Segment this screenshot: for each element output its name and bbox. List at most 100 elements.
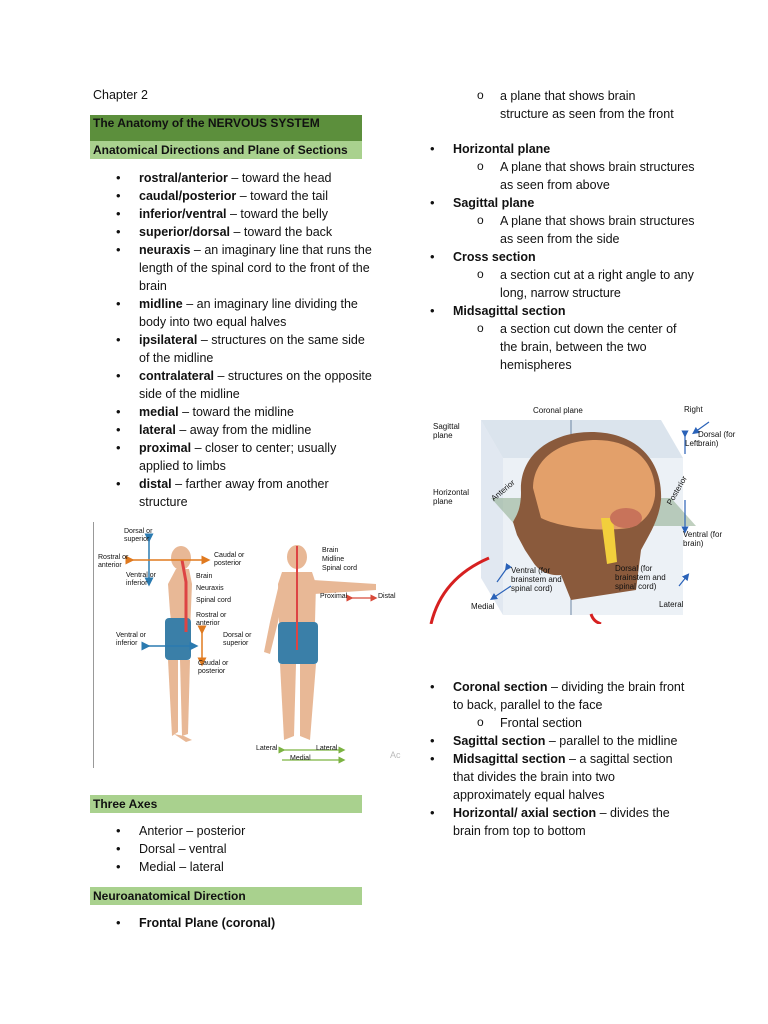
term-desc: – parallel to the midline — [545, 734, 678, 748]
label-caudal-posterior-2: Caudal or posterior — [198, 660, 229, 675]
label-rostral-anterior-2: Rostral or anterior — [196, 612, 227, 627]
list-item: rostral/anterior – toward the head — [92, 169, 372, 187]
term: rostral/anterior — [139, 171, 228, 185]
list-item: a plane that shows brain structure as se… — [453, 86, 683, 123]
sections-list: Coronal section – dividing the brain fro… — [406, 678, 696, 840]
plane-desc: a section cut down the center of the bra… — [453, 319, 696, 374]
list-item: Dorsal – ventral — [92, 840, 372, 858]
front-view-figure — [264, 545, 376, 740]
term: Horizontal/ axial section — [453, 806, 597, 820]
section-item: Horizontal/ axial section – divides the … — [406, 804, 696, 840]
label-medial: Medial — [471, 602, 495, 611]
term-desc: – farther away from another structure — [139, 477, 329, 509]
plane-desc: A plane that shows brain structures as s… — [453, 211, 696, 248]
label-rostral-anterior: Rostral or anterior — [98, 554, 129, 569]
section-item: Sagittal section – parallel to the midli… — [406, 732, 696, 750]
term: Midsagittal section — [453, 752, 566, 766]
section-sub: Frontal section — [453, 713, 696, 732]
term: ipsilateral — [139, 333, 198, 347]
directions-header: Anatomical Directions and Plane of Secti… — [90, 141, 362, 159]
label-distal: Distal — [378, 593, 396, 600]
label-dorsal-stem: Dorsal (for brainstem and spinal cord) — [615, 564, 666, 591]
term-desc: – a sagittal section that divides the br… — [453, 752, 673, 802]
list-item: inferior/ventral – toward the belly — [92, 205, 372, 223]
list-item: contralateral – structures on the opposi… — [92, 367, 372, 403]
planes-list: Horizontal plane A plane that shows brai… — [406, 140, 696, 374]
list-item: caudal/posterior – toward the tail — [92, 187, 372, 205]
term: contralateral — [139, 369, 215, 383]
three-axes-header: Three Axes — [90, 795, 362, 813]
label-proximal: Proximal — [320, 593, 348, 600]
term: Sagittal plane — [453, 196, 535, 210]
term: inferior/ventral — [139, 207, 227, 221]
plane-item: Sagittal plane A plane that shows brain … — [406, 194, 696, 248]
term-desc: – structures on the same side of the mid… — [139, 333, 365, 365]
plane-item: Horizontal plane A plane that shows brai… — [406, 140, 696, 194]
sagittal-plane-shape — [481, 420, 503, 615]
term-desc: – closer to center; usually applied to l… — [139, 441, 337, 473]
label-sagittal-plane: Sagittal plane — [433, 422, 460, 440]
term-desc: – toward the tail — [236, 189, 328, 203]
term: Horizontal plane — [453, 142, 551, 156]
list-item: ipsilateral – structures on the same sid… — [92, 331, 372, 367]
plane-desc: A plane that shows brain structures as s… — [453, 157, 696, 194]
label-midline: Midline — [322, 556, 345, 563]
term: distal — [139, 477, 172, 491]
term: Sagittal section — [453, 734, 546, 748]
term: lateral — [139, 423, 176, 437]
list-item: lateral – away from the midline — [92, 421, 372, 439]
term: neuraxis — [139, 243, 191, 257]
section-item: Midsagittal section – a sagittal section… — [406, 750, 696, 804]
term-desc: – away from the midline — [175, 423, 312, 437]
term-desc: – toward the midline — [178, 405, 294, 419]
label-ventral-brain: Ventral (for brain) — [683, 530, 723, 548]
term: medial — [139, 405, 179, 419]
label-dorsal-superior: Dorsal or superior — [124, 528, 153, 543]
label-horizontal-plane: Horizontal plane — [433, 488, 470, 506]
term-desc: – toward the belly — [226, 207, 328, 221]
term: caudal/posterior — [139, 189, 237, 203]
term-desc: – divides the brain from top to bottom — [453, 806, 670, 838]
chapter-label: Chapter 2 — [93, 88, 148, 102]
plane-item: Cross section a section cut at a right a… — [406, 248, 696, 302]
watermark: Ac — [390, 750, 401, 760]
label-spinal-cord: Spinal cord — [196, 597, 232, 604]
body-directions-figure: Dorsal or superior Rostral or anterior C… — [93, 522, 402, 768]
chapter-title-header: The Anatomy of the NERVOUS SYSTEM — [90, 115, 362, 141]
list-item: superior/dorsal – toward the back — [92, 223, 372, 241]
term: Cross section — [453, 250, 536, 264]
term-desc: – dividing the brain front to back, para… — [453, 680, 685, 712]
list-item: distal – farther away from another struc… — [92, 475, 372, 511]
label-lateral-right: Lateral — [316, 745, 338, 752]
label-lateral: Lateral — [659, 600, 684, 609]
neuro-direction-list: Frontal Plane (coronal) — [92, 914, 372, 932]
label-ventral-stem: Ventral (for brainstem and spinal cord) — [511, 566, 562, 593]
term-desc: – toward the head — [227, 171, 332, 185]
list-item: proximal – closer to center; usually app… — [92, 439, 372, 475]
term-desc: – toward the back — [230, 225, 333, 239]
label-dorsal-superior-2: Dorsal or superior — [223, 632, 252, 647]
list-item: Frontal Plane (coronal) — [92, 914, 372, 932]
body-diagram — [125, 533, 378, 764]
head-planes-diagram — [429, 420, 710, 624]
label-medial: Medial — [290, 755, 311, 762]
term: proximal — [139, 441, 192, 455]
term: Coronal section — [453, 680, 548, 694]
label-spinal-cord-2: Spinal cord — [322, 565, 358, 572]
coronal-sub-list: a plane that shows brain structure as se… — [453, 86, 683, 123]
list-item: Medial – lateral — [92, 858, 372, 876]
term: Frontal Plane (coronal) — [139, 916, 276, 930]
term: midline — [139, 297, 183, 311]
list-item: midline – an imaginary line dividing the… — [92, 295, 372, 331]
term: superior/dorsal — [139, 225, 230, 239]
label-lateral-left: Lateral — [256, 745, 278, 752]
label-neuraxis: Neuraxis — [196, 585, 224, 592]
label-dorsal-brain: Dorsal (for brain) — [698, 430, 736, 448]
label-ventral-inferior-2: Ventral or inferior — [116, 632, 146, 647]
plane-desc: a section cut at a right angle to any lo… — [453, 265, 696, 302]
list-item: Anterior – posterior — [92, 822, 372, 840]
list-item: neuraxis – an imaginary line that runs t… — [92, 241, 372, 295]
label-left: Left — [685, 439, 699, 448]
label-right: Right — [684, 405, 703, 414]
side-view-figure — [165, 546, 192, 742]
